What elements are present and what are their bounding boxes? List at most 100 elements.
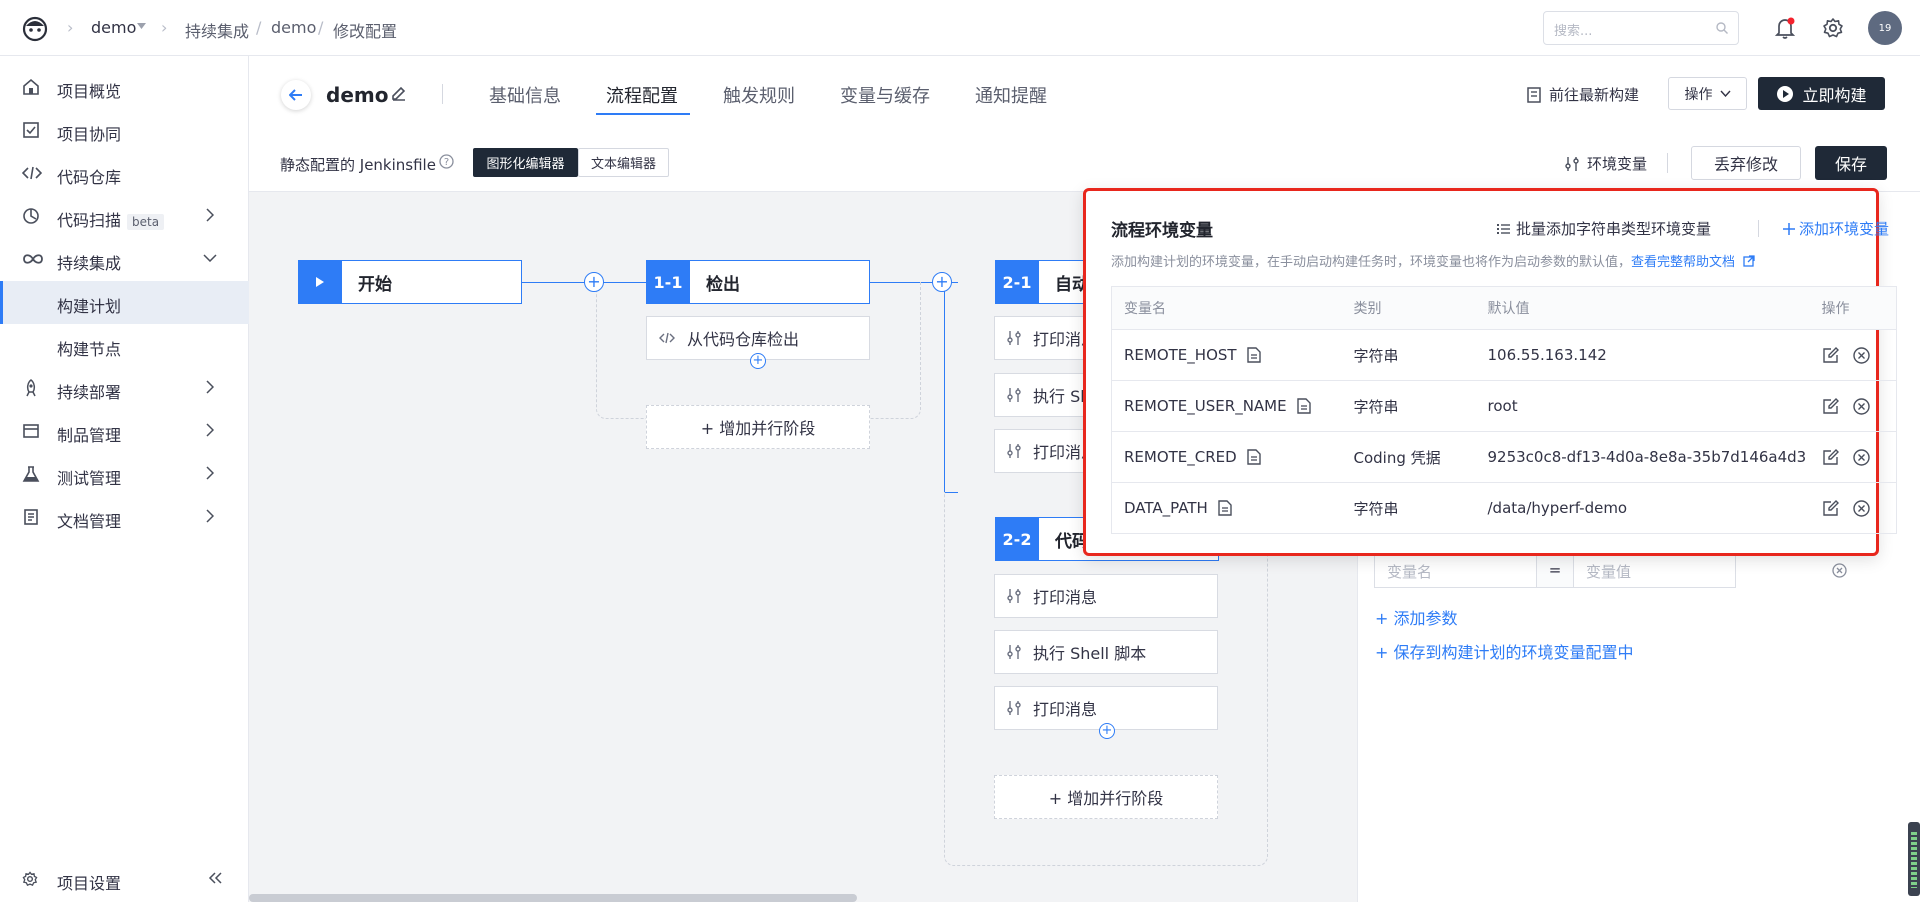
- add-stage-button[interactable]: +: [584, 272, 604, 292]
- tab-triggers[interactable]: 触发规则: [723, 86, 795, 107]
- add-env-var-label: 添加环境变量: [1799, 220, 1890, 238]
- var-name-placeholder: 变量名: [1387, 563, 1433, 581]
- svg-text:?: ?: [444, 157, 449, 168]
- step-print-message[interactable]: 打印消息: [994, 574, 1218, 618]
- delete-icon[interactable]: [1852, 397, 1870, 415]
- project-switcher[interactable]: demo: [91, 18, 137, 37]
- sidebar-item-settings[interactable]: 项目设置: [0, 858, 249, 901]
- batch-add-label: 批量添加字符串类型环境变量: [1516, 220, 1712, 238]
- sidebar-item-build-plan[interactable]: 构建计划: [0, 281, 249, 324]
- delete-icon[interactable]: [1852, 499, 1870, 517]
- add-parallel-stage-button[interactable]: + 增加并行阶段: [994, 775, 1218, 819]
- external-link-icon[interactable]: [1743, 255, 1755, 267]
- add-step-button[interactable]: +: [1099, 723, 1115, 739]
- sliders-icon: [1007, 443, 1021, 459]
- table-row: REMOTE_CRED Coding 凭据 9253c0c8-df13-4d0a…: [1111, 431, 1897, 483]
- back-button[interactable]: [281, 80, 311, 110]
- sidebar-item-repo[interactable]: 代码仓库: [0, 152, 249, 195]
- column-header: 变量名: [1111, 286, 1342, 330]
- graphical-editor-toggle[interactable]: 图形化编辑器: [473, 148, 578, 177]
- breadcrumb-ci[interactable]: 持续集成: [185, 22, 250, 41]
- minimap-widget[interactable]: [1908, 822, 1920, 896]
- sidebar-item-label: 制品管理: [57, 426, 122, 445]
- sidebar-item-docs[interactable]: 文档管理: [0, 496, 249, 539]
- var-type: 字符串: [1341, 380, 1476, 432]
- delete-icon[interactable]: [1852, 448, 1870, 466]
- operations-dropdown[interactable]: 操作: [1668, 77, 1747, 110]
- stage-name: 代码: [1055, 531, 1089, 552]
- search-placeholder: 搜索...: [1554, 24, 1593, 39]
- gear-icon[interactable]: [1822, 17, 1844, 39]
- step-checkout[interactable]: 从代码仓库检出: [646, 316, 870, 360]
- env-vars-button[interactable]: 环境变量: [1565, 153, 1647, 174]
- var-type: 字符串: [1353, 499, 1399, 518]
- step-shell-script[interactable]: 执行 Shell 脚本: [994, 630, 1218, 674]
- build-now-button[interactable]: 立即构建: [1758, 77, 1885, 110]
- tab-notifications[interactable]: 通知提醒: [975, 86, 1047, 107]
- avatar[interactable]: 19: [1868, 11, 1902, 45]
- edit-icon[interactable]: [1822, 499, 1839, 517]
- add-stage-button[interactable]: +: [932, 272, 952, 292]
- discard-button[interactable]: 丢弃修改: [1691, 146, 1801, 180]
- edit-icon[interactable]: [1822, 346, 1839, 364]
- add-param-link[interactable]: + 添加参数: [1375, 609, 1458, 628]
- sliders-icon: [1007, 330, 1021, 346]
- collapse-sidebar-icon[interactable]: [208, 872, 222, 884]
- remove-param-icon[interactable]: [1832, 563, 1847, 578]
- var-name-input[interactable]: 变量名: [1374, 552, 1537, 588]
- add-step-button[interactable]: +: [750, 353, 766, 369]
- tab-basic[interactable]: 基础信息: [489, 86, 561, 107]
- step-print-message[interactable]: 打印消息: [994, 686, 1218, 730]
- save-to-plan-link[interactable]: + 保存到构建计划的环境变量配置中: [1375, 643, 1634, 662]
- tab-pipeline[interactable]: 流程配置: [606, 86, 678, 107]
- table-row: DATA_PATH 字符串 /data/hyperf-demo: [1112, 483, 1897, 534]
- text-editor-toggle[interactable]: 文本编辑器: [578, 148, 669, 177]
- chevron-right-icon: [206, 423, 214, 437]
- jenkinsfile-label: 静态配置的 Jenkinsfile: [280, 156, 436, 174]
- sidebar-item-collab[interactable]: 项目协同: [0, 109, 249, 152]
- logo-icon[interactable]: [20, 13, 50, 43]
- horizontal-scrollbar[interactable]: [249, 894, 857, 902]
- sidebar-item-artifacts[interactable]: 制品管理: [0, 410, 249, 453]
- help-doc-link[interactable]: 查看完整帮助文档: [1631, 255, 1736, 270]
- env-vars-popup: 流程环境变量 批量添加字符串类型环境变量 添加环境变量 添加构建计划的环境变量，…: [1083, 188, 1897, 556]
- delete-icon[interactable]: [1852, 346, 1870, 364]
- plus-icon: [1783, 222, 1795, 235]
- start-label: 开始: [358, 274, 392, 295]
- sidebar-item-ci[interactable]: 持续集成: [0, 238, 249, 281]
- sidebar-item-label: 构建计划: [57, 297, 122, 316]
- equals-sign: =: [1537, 552, 1573, 588]
- caret-down-icon[interactable]: [137, 23, 146, 29]
- sidebar-item-overview[interactable]: 项目概览: [0, 66, 249, 109]
- batch-add-button[interactable]: 批量添加字符串类型环境变量: [1497, 218, 1711, 239]
- save-button[interactable]: 保存: [1815, 146, 1887, 180]
- breadcrumb-separator: /: [318, 18, 324, 37]
- add-parallel-stage-button[interactable]: + 增加并行阶段: [646, 405, 870, 449]
- goto-latest-build-link[interactable]: 前往最新构建: [1527, 84, 1639, 105]
- edit-icon[interactable]: [1822, 397, 1839, 415]
- var-name: REMOTE_USER_NAME: [1124, 397, 1287, 415]
- sidebar-item-cd[interactable]: 持续部署: [0, 367, 249, 410]
- bell-icon[interactable]: [1775, 17, 1795, 39]
- step-label: 打印消息: [1033, 443, 1098, 462]
- connector-line: [944, 282, 945, 492]
- help-icon[interactable]: ?: [439, 154, 454, 169]
- stage-checkout[interactable]: 1-1 检出: [646, 260, 870, 304]
- sidebar-item-build-nodes[interactable]: 构建节点: [0, 324, 249, 367]
- goto-latest-label: 前往最新构建: [1549, 86, 1640, 104]
- var-type: 字符串: [1341, 329, 1476, 381]
- divider: [442, 84, 443, 104]
- tab-variables[interactable]: 变量与缓存: [840, 86, 930, 107]
- edit-icon[interactable]: [1822, 448, 1839, 466]
- flask-icon: [22, 465, 40, 483]
- edit-icon[interactable]: [391, 85, 407, 101]
- start-node[interactable]: 开始: [298, 260, 522, 304]
- sidebar-item-testing[interactable]: 测试管理: [0, 453, 249, 496]
- var-value-input[interactable]: 变量值: [1573, 552, 1736, 588]
- breadcrumb-demo[interactable]: demo: [271, 18, 317, 37]
- search-input[interactable]: 搜索...: [1543, 11, 1739, 45]
- add-env-var-button[interactable]: 添加环境变量: [1783, 218, 1889, 239]
- document-icon: [1246, 347, 1261, 363]
